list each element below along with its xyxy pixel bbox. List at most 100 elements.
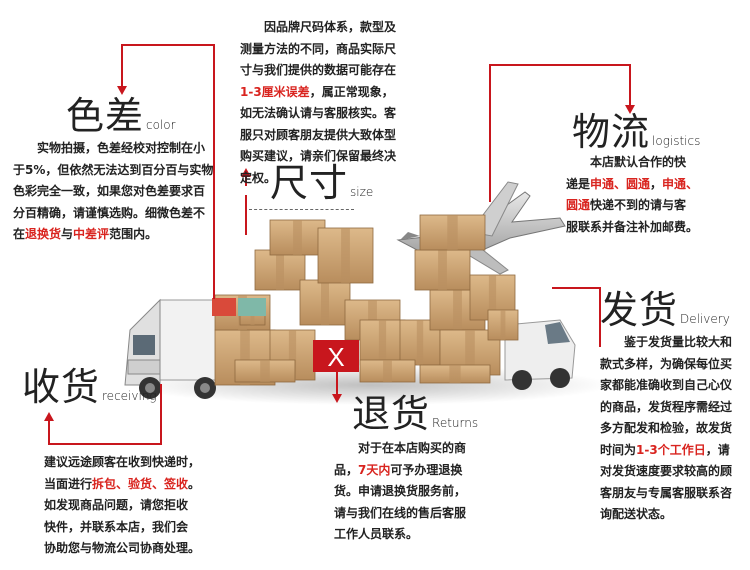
- highlight-text: 1-3厘米误差: [240, 84, 310, 99]
- return-box: [313, 340, 359, 372]
- returns-line: 请与我们在线的售后客服: [334, 503, 494, 525]
- arrow-down-icon: [117, 86, 127, 95]
- body-text: 购买建议，请亲们保留最终决: [240, 149, 397, 163]
- box-tape: [416, 320, 424, 365]
- returns-line: 货。申请退换货服务前，: [334, 481, 494, 503]
- receiving-line: 协助您与物流公司协商处理。: [44, 538, 219, 560]
- body-text: 客朋友与专属客服联系咨: [600, 485, 733, 500]
- size-line: 寸与我们提供的数据可能存在: [240, 60, 410, 82]
- arrow-down-icon: [625, 105, 635, 114]
- logistics-line: 圆通快递不到的请与客: [566, 195, 746, 217]
- body-text: ，: [650, 176, 663, 191]
- color-line: 色彩完全一致，如果您对色差要求百: [13, 181, 218, 203]
- body-text: 实物拍摄，色差经校对控制在小: [37, 141, 206, 155]
- delivery-line: 鉴于发货量比较大和: [600, 332, 748, 354]
- returns-line: 对于在本店购买的商: [334, 438, 494, 460]
- highlight-text: 退换货: [25, 227, 62, 241]
- box-tape: [453, 290, 462, 330]
- box-tape: [465, 330, 475, 375]
- color-line: 分百精确，请谨慎选购。细微色差不: [13, 203, 218, 225]
- connector-receiving: [160, 384, 162, 444]
- logistics-paragraph: 本店默认合作的快递是申通、圆通，申通、圆通快递不到的请与客服联系并备注补加邮费。: [566, 152, 746, 238]
- size-line: 1-3厘米误差，属正常现象，: [240, 82, 410, 104]
- body-text: 时间为: [600, 442, 637, 457]
- body-text: 服只对顾客朋友提供大致体型: [240, 127, 397, 142]
- body-text: 货。申请退换货服务前，: [334, 484, 467, 498]
- body-text: 对发货速度要求较高的顾: [600, 464, 733, 478]
- body-text: 本店默认合作的快: [590, 155, 687, 169]
- box-tape: [293, 220, 302, 255]
- body-text: 分百精确，请谨慎选购。细微色差不: [13, 205, 206, 220]
- colored-box: [238, 298, 266, 316]
- return-box-mark: X: [327, 342, 344, 372]
- box-tape: [449, 365, 461, 383]
- box-tape: [341, 228, 350, 283]
- body-text: 多方配发和检验，故发货: [600, 421, 733, 435]
- size-line: 如无法确认请与客服核实。客: [240, 103, 410, 125]
- delivery-line: 对发货速度要求较高的顾: [600, 461, 748, 483]
- receiving-line: 如发现商品问题，请您拒收: [44, 495, 219, 517]
- box-tape: [378, 320, 387, 365]
- body-text: 鉴于发货量比较大和: [624, 335, 733, 349]
- arrow-up-icon: [44, 412, 54, 421]
- body-text: 当面进行: [44, 476, 93, 491]
- logistics-line: 服联系并备注补加邮费。: [566, 217, 746, 239]
- highlight-text: 申通、: [662, 176, 699, 191]
- body-text: 对于在本店购买的商: [358, 441, 467, 455]
- arrow-down-icon: [332, 394, 342, 403]
- box-tape: [260, 360, 270, 382]
- size-line: 服只对顾客朋友提供大致体型: [240, 125, 410, 147]
- size-line: 因品牌尺码体系，款型及: [240, 17, 410, 39]
- box-tape: [288, 330, 297, 380]
- box-tape: [438, 250, 447, 290]
- cardboard-box-pile: [212, 214, 519, 386]
- delivery-line: 款式多样，为确保每位买: [600, 354, 748, 376]
- body-text: 协助您与物流公司协商处理。: [44, 541, 201, 555]
- body-text: 测量方法的不同，商品实际尺: [240, 41, 397, 56]
- box-tape: [321, 280, 329, 325]
- connector-delivery: [552, 287, 600, 289]
- highlight-text: 拆包、验货、签收: [92, 476, 189, 491]
- connector-logistics: [489, 64, 491, 202]
- delivery-line: 询配送状态。: [600, 504, 748, 526]
- delivery-line: 的商品，发货程序需经过: [600, 397, 748, 419]
- color-line: 在退换货与中差评范围内。: [13, 224, 218, 246]
- box-tape: [240, 330, 250, 385]
- receiving-line: 快件，并联系本店，我们会: [44, 517, 219, 539]
- body-text: 因品牌尺码体系，款型及: [264, 20, 397, 34]
- body-text: 工作人员联系。: [334, 527, 419, 541]
- arrow-up-icon: [241, 168, 251, 177]
- body-text: 请与我们在线的售后客服: [334, 505, 467, 520]
- logistics-line: 本店默认合作的快: [566, 152, 746, 174]
- size-line: 测量方法的不同，商品实际尺: [240, 39, 410, 61]
- delivery-line: 时间为1-3个工作日，请: [600, 440, 748, 462]
- delivery-line: 多方配发和检验，故发货: [600, 418, 748, 440]
- body-text: 范围内。: [109, 227, 158, 241]
- size-line: 购买建议，请亲们保留最终决: [240, 146, 410, 168]
- body-text: 色彩完全一致，如果您对色差要求百: [13, 184, 206, 198]
- body-text: 的商品，发货程序需经过: [600, 399, 733, 414]
- delivery-line: 家都能准确收到自己心仪: [600, 375, 748, 397]
- receiving-paragraph: 建议远途顾客在收到快递时，当面进行拆包、验货、签收。如发现商品问题，请您拒收快件…: [44, 452, 219, 560]
- body-text: 可予办理退换: [390, 462, 463, 477]
- highlight-text: 7天内: [358, 462, 391, 477]
- color-paragraph: 实物拍摄，色差经校对控制在小于5%，但依然无法达到百分百与实物色彩完全一致，如果…: [13, 138, 218, 246]
- returns-line: 品，7天内可予办理退换: [334, 460, 494, 482]
- size-line: 定权。: [240, 168, 410, 190]
- color-line: 于5%，但依然无法达到百分百与实物: [13, 160, 218, 182]
- body-text: 于5%，但依然无法达到百分百与实物: [13, 162, 214, 177]
- body-text: 品，: [334, 462, 359, 477]
- delivery-van-icon: [504, 319, 576, 390]
- body-text: 快件，并联系本店，我们会: [44, 519, 189, 534]
- highlight-text: 申通、圆通: [590, 176, 651, 191]
- body-text: 。: [188, 476, 201, 491]
- connector-color: [121, 44, 123, 89]
- body-text: 快递不到的请与客: [590, 198, 687, 212]
- box-tape: [447, 215, 458, 250]
- logistics-line: 递是申通、圆通，申通、: [566, 174, 746, 196]
